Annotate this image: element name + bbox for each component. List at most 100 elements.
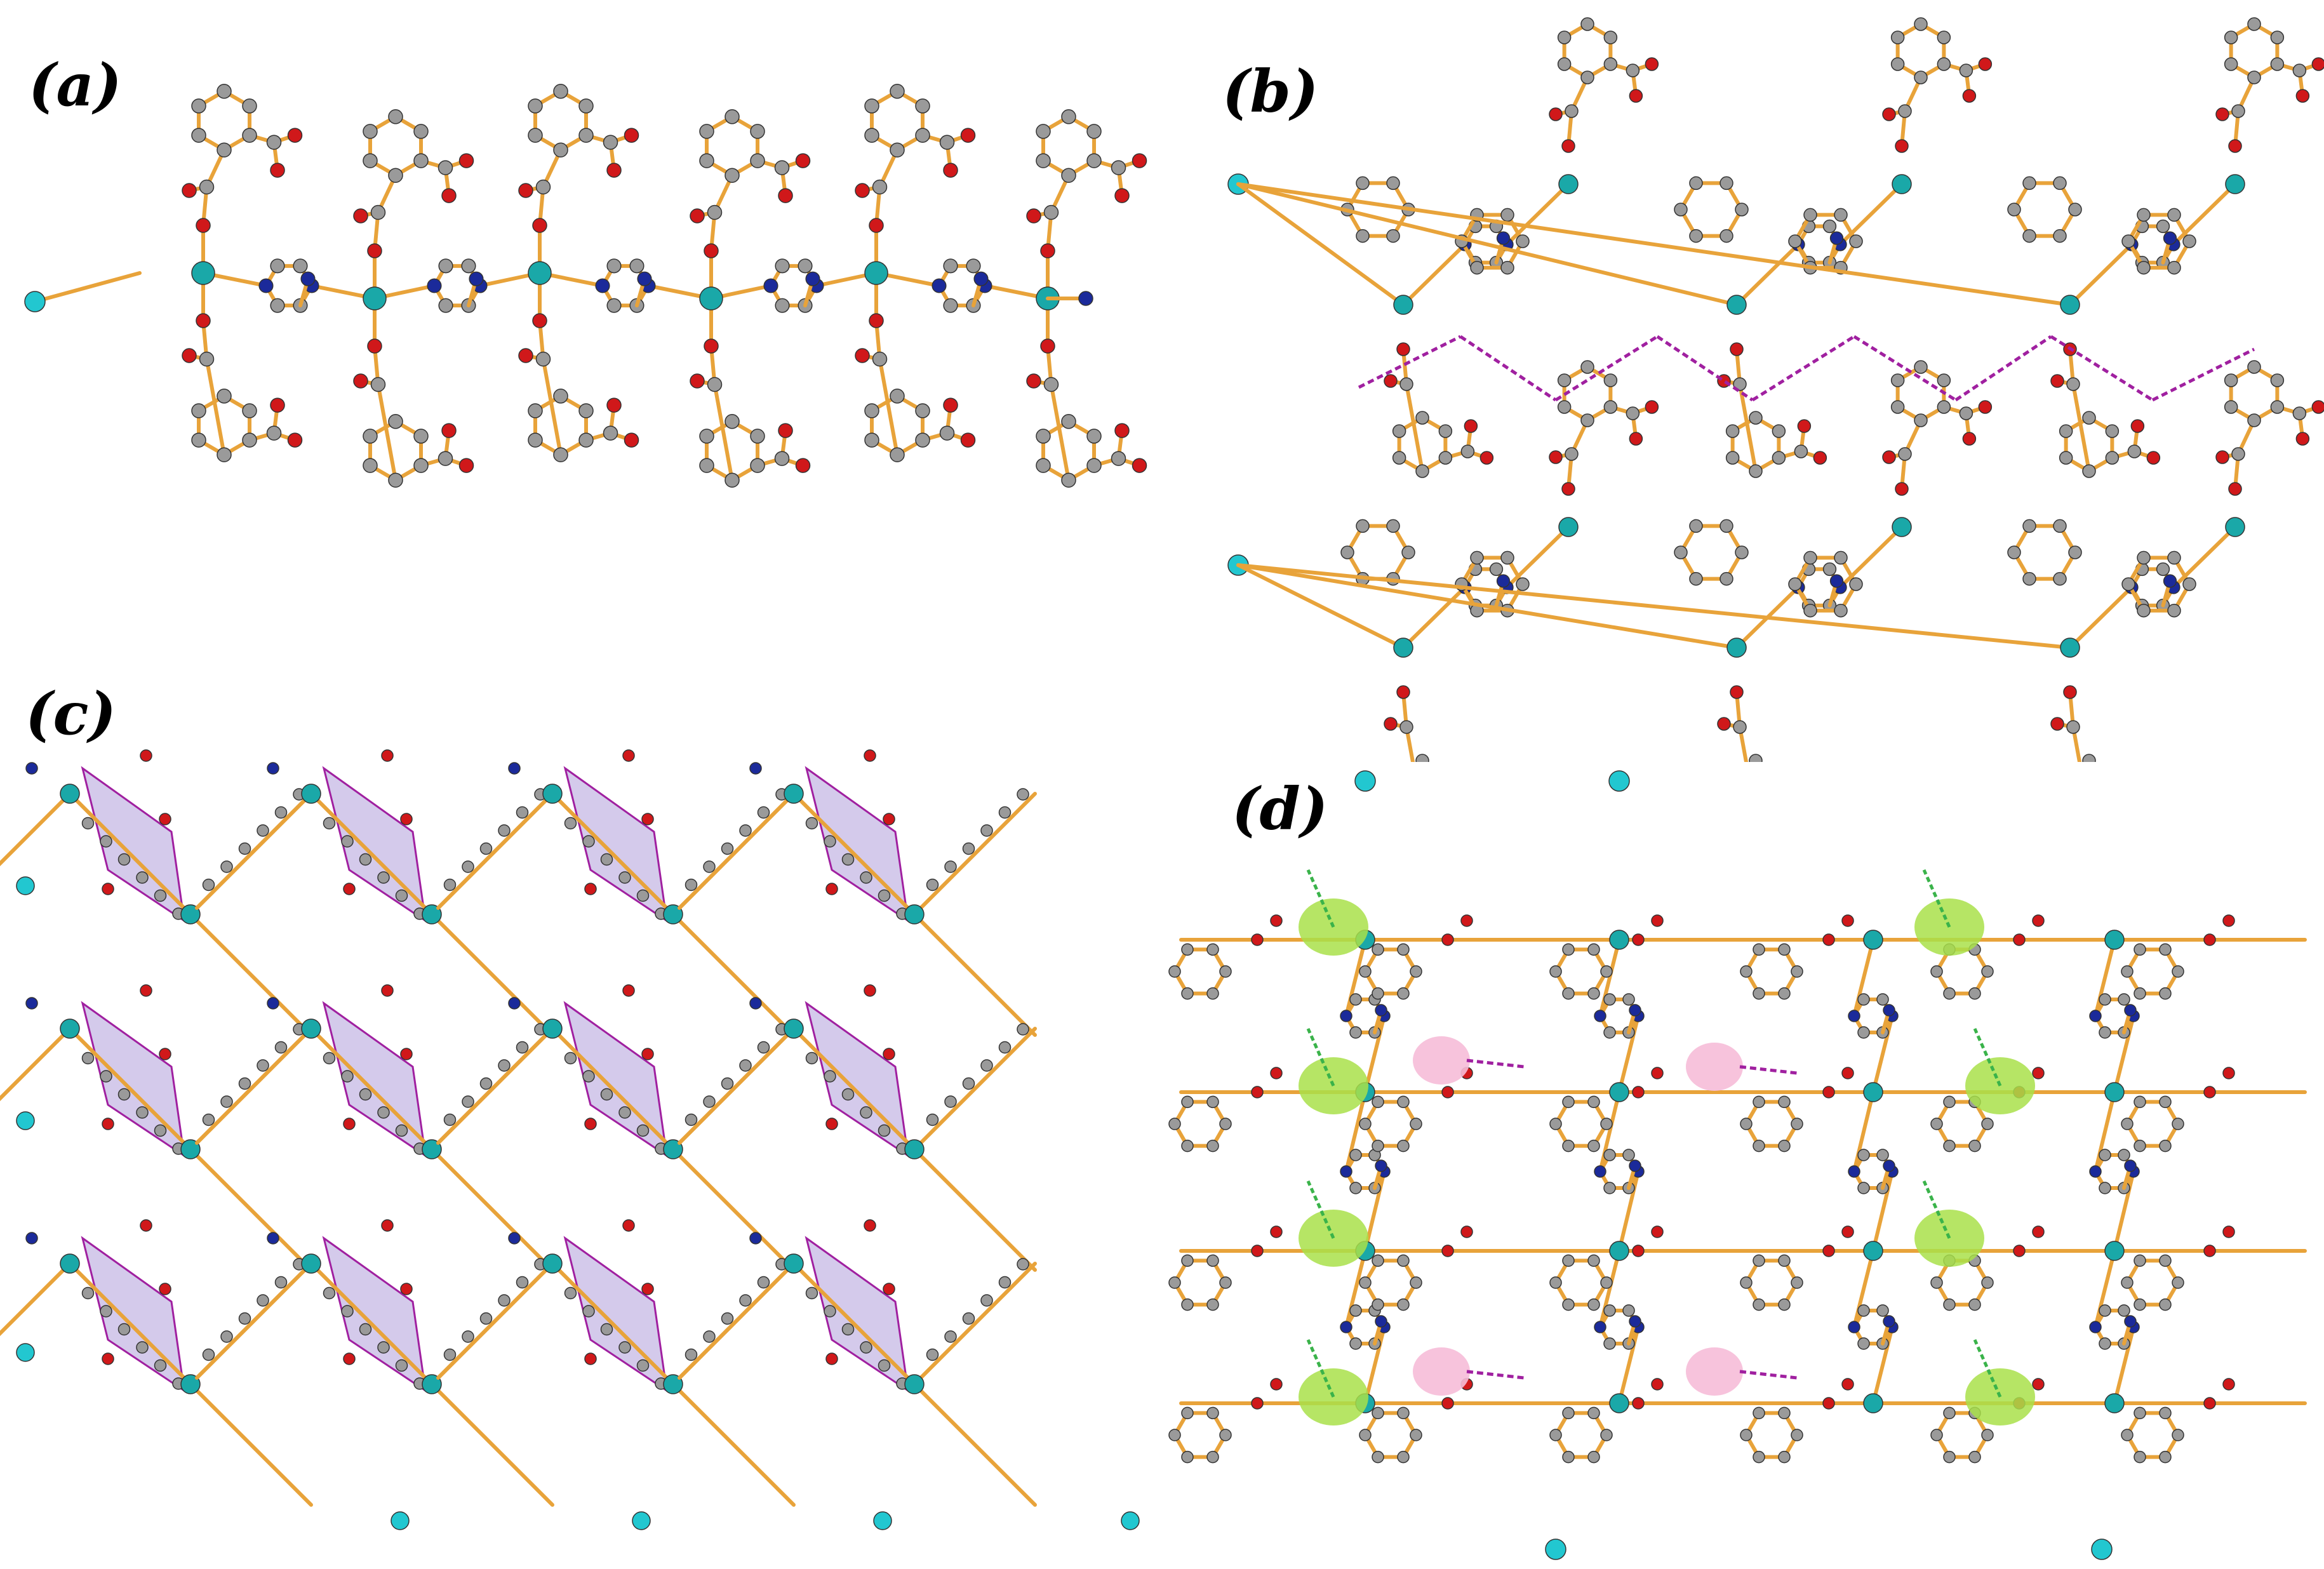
atom: [16, 1111, 35, 1130]
atom: [1890, 400, 1905, 414]
bond: [1871, 1170, 1894, 1253]
atom: [739, 1294, 752, 1307]
atom: [117, 853, 131, 866]
atom: [973, 271, 989, 286]
atom: [1017, 1023, 1029, 1036]
atom: [1834, 208, 1848, 222]
atom: [1372, 987, 1384, 1000]
atom: [191, 261, 215, 285]
atom: [624, 128, 639, 143]
atom: [2082, 754, 2096, 762]
atom: [2270, 373, 2285, 387]
atom: [2224, 400, 2238, 414]
atom: [180, 1374, 201, 1394]
atom: [1968, 1139, 1981, 1152]
pi-interaction-line: [1973, 1339, 2002, 1398]
atom: [1968, 1298, 1981, 1311]
atom: [795, 153, 811, 168]
bond: [1363, 1170, 1386, 1253]
atom: [578, 432, 594, 448]
atom: [25, 997, 38, 1010]
pi-interaction-line: [1306, 1339, 1335, 1398]
bond: [2071, 382, 2091, 473]
atom: [461, 258, 476, 274]
atom: [1749, 411, 1763, 425]
atom: [508, 997, 521, 1010]
atom: [2089, 1165, 2102, 1178]
atom: [516, 806, 529, 819]
atom: [1943, 1406, 1956, 1420]
atom: [578, 98, 594, 114]
atom: [2270, 400, 2285, 414]
atom: [1803, 603, 1817, 618]
atom: [1594, 1321, 1606, 1333]
atom: [2099, 1026, 2111, 1039]
atom: [542, 1018, 563, 1039]
atom: [1603, 1026, 1616, 1039]
atom: [301, 784, 321, 804]
atom: [2228, 139, 2242, 153]
atom: [962, 1312, 975, 1325]
atom: [102, 883, 114, 895]
sheet-region: [805, 1001, 909, 1158]
bond: [436, 1027, 554, 1145]
atom: [1562, 1139, 1575, 1152]
atom: [1733, 720, 1747, 734]
atom: [641, 813, 654, 825]
atom: [1603, 400, 1618, 414]
atom: [1061, 472, 1076, 488]
atom: [1898, 104, 1912, 118]
atom: [2060, 295, 2080, 315]
atom: [2053, 229, 2067, 243]
atom: [191, 403, 206, 418]
atom: [25, 762, 38, 775]
atom: [1753, 1450, 1765, 1464]
atom: [1803, 551, 1817, 565]
atom: [266, 425, 282, 441]
atom: [1181, 1254, 1194, 1267]
atom: [2231, 447, 2245, 461]
atom: [516, 1041, 529, 1054]
atom: [1397, 943, 1410, 956]
atom: [1981, 1118, 1994, 1130]
atom: [441, 423, 457, 438]
bond: [1405, 725, 1415, 762]
bond: [792, 1027, 916, 1151]
atom: [864, 984, 876, 997]
atom: [699, 153, 714, 168]
atom: [1114, 188, 1130, 203]
bond: [430, 912, 554, 1037]
atom: [1791, 1429, 1803, 1441]
atom: [2032, 914, 2045, 927]
atom: [274, 1276, 288, 1289]
atom: [864, 403, 879, 418]
atom: [2130, 419, 2145, 433]
bond: [1049, 382, 1071, 483]
atom: [1460, 914, 1473, 927]
atom: [1895, 139, 1909, 153]
atom: [270, 298, 285, 313]
atom: [458, 153, 474, 168]
atom: [257, 1059, 269, 1072]
atom: [584, 1352, 597, 1365]
atom: [242, 432, 257, 448]
atom: [220, 1095, 233, 1108]
atom: [1017, 1258, 1029, 1271]
atom: [1778, 1139, 1791, 1152]
atom: [535, 351, 551, 367]
atom: [606, 397, 622, 413]
atom: [1206, 1298, 1219, 1311]
atom: [1749, 464, 1763, 478]
atom: [749, 997, 762, 1010]
panel-a: (a): [0, 0, 1162, 635]
atom: [528, 98, 543, 114]
atom: [1061, 109, 1076, 124]
atom: [1791, 965, 1803, 978]
atom: [443, 1113, 457, 1126]
atom: [707, 377, 723, 392]
atom: [498, 1294, 511, 1307]
atom: [2167, 208, 2181, 222]
atom: [582, 1305, 595, 1318]
atom: [1720, 519, 1733, 533]
atom: [1168, 1429, 1181, 1441]
